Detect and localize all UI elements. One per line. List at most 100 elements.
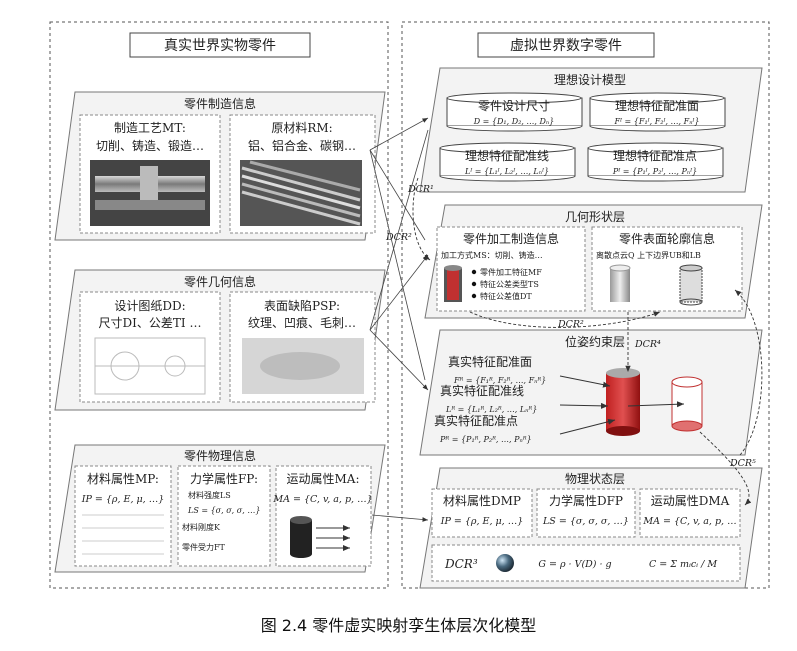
manufacturing-title: 零件制造信息 bbox=[184, 96, 256, 111]
motion-attr-title: 运动属性MA: bbox=[287, 472, 360, 486]
material-table bbox=[82, 514, 164, 555]
material-items: 铝、铝合金、碳钢… bbox=[248, 138, 356, 153]
material-attr-box bbox=[74, 465, 172, 567]
figure-caption: 图 2.4 零件虚实映射孪生体层次化模型 bbox=[260, 616, 537, 635]
right-panel-title: 虚拟世界数字零件 bbox=[510, 38, 622, 54]
ideal-formula-3: Lᴵ = {L₁ᴵ, L₂ᴵ, …, Lₙᴵ} bbox=[464, 167, 549, 176]
drawing-items: 尺寸DI、公差TI … bbox=[99, 316, 202, 330]
ideal-label-1: 零件设计尺寸 bbox=[478, 99, 550, 113]
ideal-formula-2: Fᴵ = {F₁ᴵ, F₂ᴵ, …, Fₙᴵ} bbox=[613, 117, 699, 126]
dcr-dashed-links bbox=[412, 177, 763, 506]
bars-photo bbox=[240, 160, 362, 226]
centroid-formula: C = Σ mᵢcᵢ / M bbox=[649, 559, 717, 570]
machining-mode: 加工方式MS：切削、铸造… bbox=[441, 250, 543, 260]
dcr4-text: DCR⁴ bbox=[634, 339, 661, 350]
left-title-box bbox=[129, 32, 311, 58]
drawing-box bbox=[79, 291, 221, 403]
machining-title: 零件加工制造信息 bbox=[463, 231, 559, 246]
left-panel-frame bbox=[49, 21, 389, 589]
dfp-formula: LS = {σ, σ, σ, …} bbox=[542, 516, 629, 527]
pose-arrow-point bbox=[559, 418, 616, 435]
link-geom-to-geomlayer bbox=[369, 254, 429, 331]
drawing-title: 设计图纸DD: bbox=[114, 299, 185, 313]
mech-line-3: 材料刚度K bbox=[182, 522, 221, 532]
dcr2-link bbox=[469, 311, 661, 328]
dcr1-text: DCR¹ bbox=[407, 184, 434, 195]
dma-label: 运动属性DMA bbox=[651, 494, 730, 508]
geometry-layer-title: 几何形状层 bbox=[565, 210, 625, 224]
defect-title: 表面缺陷PSP: bbox=[264, 298, 340, 313]
pose-surface-formula: Fᴿ = {F₁ᴿ, F₂ᴿ, …, Fₙᴿ} bbox=[453, 376, 546, 385]
mech-line-2: LS = {σ, σ, σ, …} bbox=[187, 506, 260, 515]
red-cylinder-icon bbox=[606, 368, 640, 436]
pose-title: 位姿约束层 bbox=[565, 334, 625, 349]
dcr1-link bbox=[412, 177, 431, 261]
ideal-label-2: 理想特征配准面 bbox=[615, 98, 699, 113]
material-attr-title: 材料属性MP: bbox=[87, 472, 159, 486]
bullet-3 bbox=[471, 293, 477, 299]
dcr4-link bbox=[734, 289, 763, 456]
ideal-label-4: 理想特征配准点 bbox=[613, 148, 697, 163]
surface-profile-title: 零件表面轮廓信息 bbox=[619, 231, 715, 246]
motion-cylinder-icon bbox=[290, 516, 350, 558]
surface-profile-detail: 离散点云Q 上下边界UB和LB bbox=[596, 250, 701, 260]
dcr5-link bbox=[699, 431, 752, 506]
physical-layer-title: 物理状态层 bbox=[565, 472, 625, 486]
target-cylinder-icon bbox=[671, 376, 703, 432]
surface-dent bbox=[260, 352, 340, 380]
defect-items: 纹理、凹痕、毛刺… bbox=[248, 315, 356, 330]
dcr2-text-left: DCR² bbox=[385, 232, 412, 243]
gravity-formula: G = ρ · V(D) · g bbox=[538, 559, 611, 570]
ideal-cyl-2 bbox=[589, 92, 726, 132]
ideal-title: 理想设计模型 bbox=[554, 72, 626, 87]
motion-attr-formula: MA = {C, v, a, p, …} bbox=[272, 494, 372, 505]
ideal-formula-1: D = {D₁, D₂, …, Dₙ} bbox=[473, 117, 555, 126]
dmp-formula: IP = {ρ, E, μ, …} bbox=[440, 516, 524, 527]
dcr2-text-mid: DCR² bbox=[557, 319, 584, 330]
drawing-sketch bbox=[94, 337, 206, 395]
point-cloud-icon bbox=[609, 264, 631, 302]
link-mfg-to-geom bbox=[369, 149, 426, 241]
pose-arrow-line bbox=[559, 402, 609, 409]
link-phys-to-physlayer bbox=[371, 514, 429, 522]
dcr5-text: DCR⁵ bbox=[729, 458, 756, 469]
ideal-label-3: 理想特征配准线 bbox=[465, 148, 549, 163]
mech-attr-title: 力学属性FP: bbox=[190, 471, 258, 486]
ideal-cyl-3 bbox=[439, 142, 576, 182]
link-mfg-to-ideal bbox=[369, 117, 429, 151]
dfp-label: 力学属性DFP bbox=[549, 493, 623, 508]
link-geom-to-pose bbox=[369, 329, 429, 391]
pose-point-formula: Pᴿ = {P₁ᴿ, P₂ᴿ, …, Pₙᴿ} bbox=[439, 435, 532, 444]
machining-photo bbox=[90, 160, 210, 226]
mech-line-4: 零件受力FT bbox=[182, 542, 226, 552]
ideal-cyl-4 bbox=[587, 142, 724, 182]
ideal-cyl-1 bbox=[446, 92, 583, 132]
dma-box bbox=[639, 488, 741, 538]
left-panel-title: 真实世界实物零件 bbox=[164, 38, 276, 54]
boundary-icon bbox=[679, 264, 703, 306]
right-title-box bbox=[477, 32, 655, 58]
pose-surface-label: 真实特征配准面 bbox=[448, 354, 532, 369]
process-items: 切削、铸造、锻造… bbox=[96, 138, 204, 153]
machining-cylinder-icon bbox=[444, 265, 462, 302]
dfp-box bbox=[536, 488, 636, 538]
machining-item-3: 特征公差值DT bbox=[480, 291, 532, 301]
sphere-icon bbox=[496, 554, 514, 572]
process-title: 制造工艺MT: bbox=[114, 121, 186, 135]
geometry-title: 零件几何信息 bbox=[184, 274, 256, 289]
mech-attr-box bbox=[177, 465, 271, 567]
pose-arrow-align bbox=[627, 401, 685, 408]
pose-point-label: 真实特征配准点 bbox=[434, 413, 518, 428]
mapping-connectors bbox=[369, 117, 429, 522]
physical-title: 零件物理信息 bbox=[184, 448, 256, 463]
ideal-formula-4: Pᴵ = {P₁ᴵ, P₂ᴵ, …, Pₙᴵ} bbox=[612, 167, 697, 176]
dmp-box bbox=[431, 488, 533, 538]
dcr3-label: DCR³ bbox=[444, 557, 478, 571]
bullet-1 bbox=[471, 269, 477, 275]
machining-item-1: 零件加工特征MF bbox=[480, 267, 542, 277]
pose-arrow-surface bbox=[559, 375, 611, 388]
dcr3-box bbox=[431, 544, 741, 582]
material-attr-formula: IP = {ρ, E, μ, …} bbox=[81, 494, 165, 505]
link-mfg-to-pose bbox=[369, 149, 426, 381]
